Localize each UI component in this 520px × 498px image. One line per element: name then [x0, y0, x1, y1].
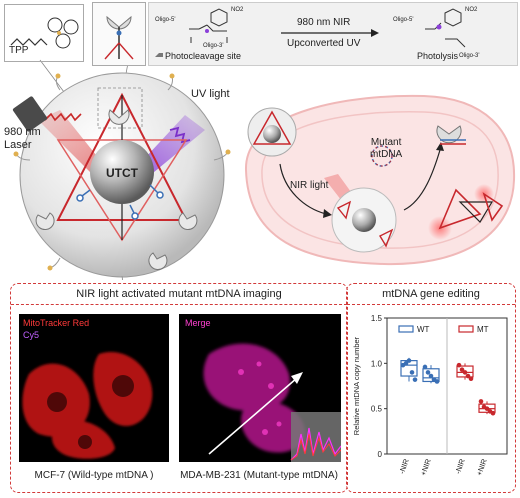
x-tick-label: +NIR — [419, 457, 434, 477]
tpp-label: TPP — [9, 45, 29, 56]
data-point — [406, 358, 412, 363]
editing-title: mtDNA gene editing — [382, 288, 480, 300]
data-point — [422, 364, 428, 370]
legend-label: WT — [417, 325, 430, 334]
y-axis-label: Relative mtDNA copy number — [352, 336, 361, 435]
utct-scheme: UTCT — [12, 59, 231, 280]
nir-light-label: NIR light — [290, 180, 329, 191]
mda-mb-231-image: Merge — [179, 314, 341, 462]
data-point — [412, 377, 418, 382]
caption-mcf7: MCF-7 (Wild-type mtDNA ) — [34, 470, 154, 481]
data-point — [456, 362, 462, 368]
cy5-label: Cy5 — [23, 330, 40, 340]
y-tick-label: 0.5 — [371, 405, 383, 414]
svg-text:UTCT: UTCT — [106, 166, 139, 180]
caption-mda: MDA-MB-231 (Mutant-type mtDNA) — [180, 470, 338, 481]
y-tick-label: 1.0 — [371, 359, 383, 368]
upconversion-core — [90, 140, 154, 204]
probe-inset — [92, 2, 146, 66]
mitochondrion — [244, 94, 516, 266]
line-profile-arrow — [208, 377, 298, 455]
imaging-title: NIR light activated mutant mtDNA imaging — [76, 288, 282, 300]
photocleavage-label: Photocleavage site — [165, 51, 242, 61]
reaction-panel: Oligo-5' Oligo-3' NO2 Photocleavage site… — [148, 2, 518, 66]
legend-swatch — [458, 325, 474, 333]
photolysis-label: Photolysis — [417, 51, 459, 61]
mutant-mtdna-label: Mutant mtDNA — [370, 137, 403, 160]
arrow-label-bottom: Upconverted UV — [287, 38, 361, 49]
data-point — [425, 370, 431, 375]
data-point — [428, 373, 434, 379]
mcf7-image: MitoTracker Red Cy5 — [19, 314, 169, 462]
legend-swatch — [398, 325, 414, 333]
oligo5-right: Oligo-5' — [393, 17, 414, 23]
data-point — [434, 379, 440, 384]
intensity-profile-inset — [291, 412, 341, 462]
merge-label: Merge — [185, 318, 211, 328]
data-point — [484, 406, 490, 411]
laser-label: 980 nm Laser — [4, 126, 41, 151]
data-point — [465, 373, 471, 379]
data-point — [462, 370, 468, 375]
uv-light-label: UV light — [191, 88, 230, 100]
legend-label: MT — [477, 325, 489, 334]
oligo3-right: Oligo-3' — [459, 53, 480, 59]
y-tick-label: 0 — [378, 450, 383, 459]
receptor-right — [178, 212, 198, 230]
receptor-left — [35, 212, 55, 230]
oligo5-left: Oligo-5' — [155, 17, 176, 23]
imaging-panel: NIR light activated mutant mtDNA imaging… — [10, 283, 348, 493]
oligo3-left: Oligo-3' — [203, 43, 224, 49]
mitotracker-label: MitoTracker Red — [23, 318, 90, 328]
no2-right: NO2 — [465, 7, 478, 13]
arrow-label-top: 980 nm NIR — [297, 17, 351, 28]
data-point — [478, 399, 484, 404]
data-point — [490, 410, 496, 416]
data-point — [403, 361, 409, 366]
data-point — [409, 370, 415, 375]
x-tick-label: +NIR — [475, 457, 490, 477]
tpp-inset: TPP — [4, 4, 84, 62]
x-tick-label: -NIR — [397, 457, 411, 475]
no2-left: NO2 — [231, 7, 244, 13]
laser-device — [12, 96, 48, 132]
data-point — [459, 367, 465, 372]
x-tick-label: -NIR — [453, 457, 467, 475]
y-tick-label: 1.5 — [371, 314, 383, 323]
data-point — [468, 376, 474, 382]
